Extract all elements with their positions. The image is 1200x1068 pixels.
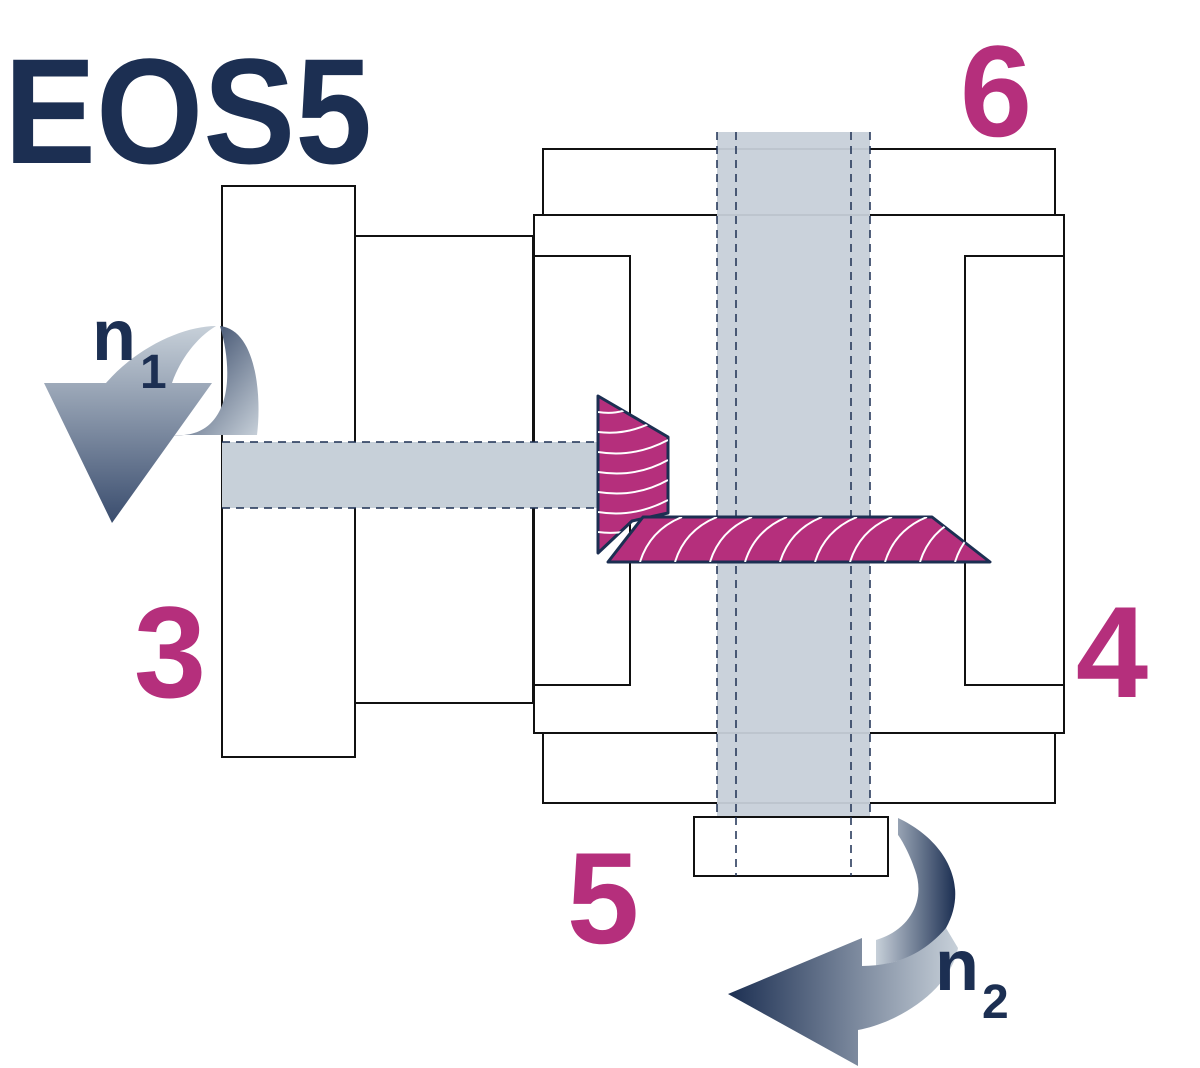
- n1-subscript: 1: [140, 346, 167, 399]
- port-label-4: 4: [1076, 579, 1148, 725]
- port-label-3: 3: [134, 579, 206, 725]
- port-label-6: 6: [960, 18, 1032, 164]
- n2-subscript: 2: [982, 976, 1009, 1029]
- output-shaft-collar: [693, 816, 889, 877]
- diagram-title: EOS5: [4, 27, 372, 195]
- bevel-gear-icon: [596, 394, 992, 564]
- output-shaft: [717, 132, 870, 816]
- n2-symbol: n: [935, 926, 979, 1006]
- n1-symbol: n: [92, 296, 136, 376]
- port-label-5: 5: [567, 825, 639, 971]
- output-rotation-arrow-icon: [728, 818, 958, 1066]
- input-shaft: [222, 442, 600, 508]
- right-inner-cavity: [964, 255, 1065, 686]
- crown-gear: [606, 515, 992, 564]
- input-rotation-arrow-icon: [44, 326, 259, 523]
